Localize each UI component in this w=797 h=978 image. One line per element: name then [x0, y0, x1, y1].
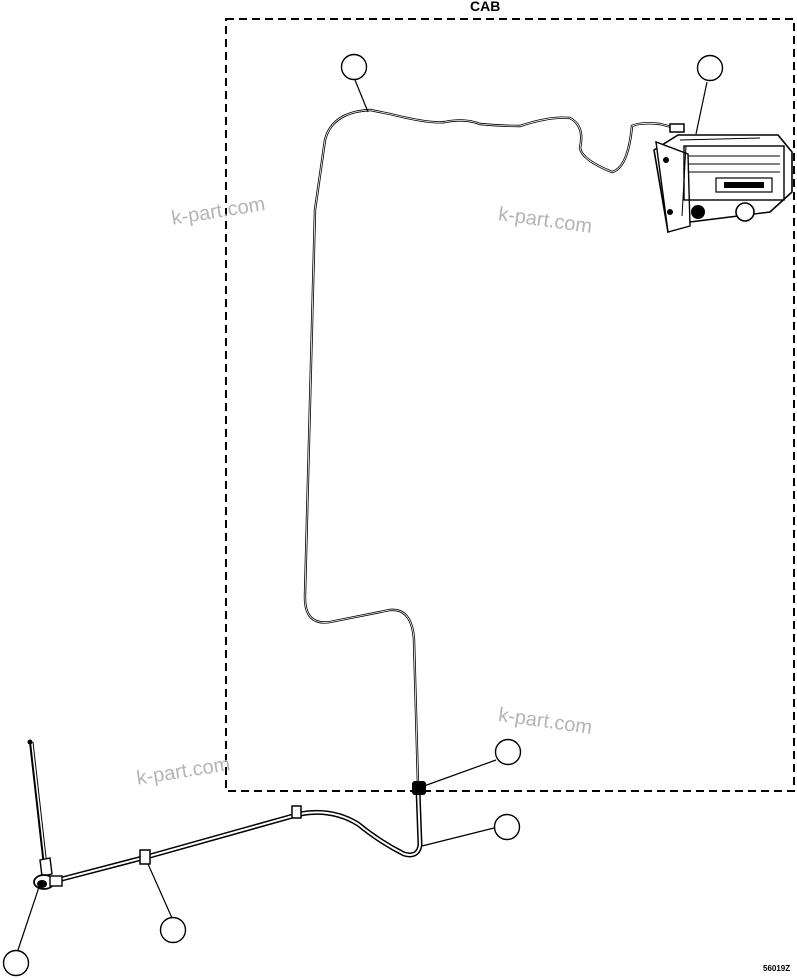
antenna-mast [27, 739, 63, 890]
leader-line [423, 759, 497, 787]
callout-circle [696, 54, 724, 82]
leader-line [354, 79, 369, 113]
leader-line [695, 81, 708, 135]
cab-boundary [225, 18, 795, 792]
leader-line [421, 827, 495, 847]
exterior-cable-inner [57, 789, 422, 881]
leader-line [147, 863, 173, 919]
callout-circle [159, 916, 187, 944]
antenna-cable [303, 108, 677, 787]
figure-code: 56019Z [763, 964, 791, 973]
callout-circle [493, 813, 521, 841]
cable-clip [139, 849, 151, 865]
cable-clip [291, 805, 302, 819]
cable-grommet [412, 781, 426, 795]
cab-label: CAB [470, 0, 501, 14]
leader-line [17, 883, 41, 951]
callout-circle [494, 738, 522, 766]
callout-circle [2, 949, 30, 977]
radio-connector [669, 123, 685, 133]
antenna-cable-inner [304, 109, 677, 787]
radio-unit [653, 134, 793, 234]
callout-circle [340, 53, 368, 81]
